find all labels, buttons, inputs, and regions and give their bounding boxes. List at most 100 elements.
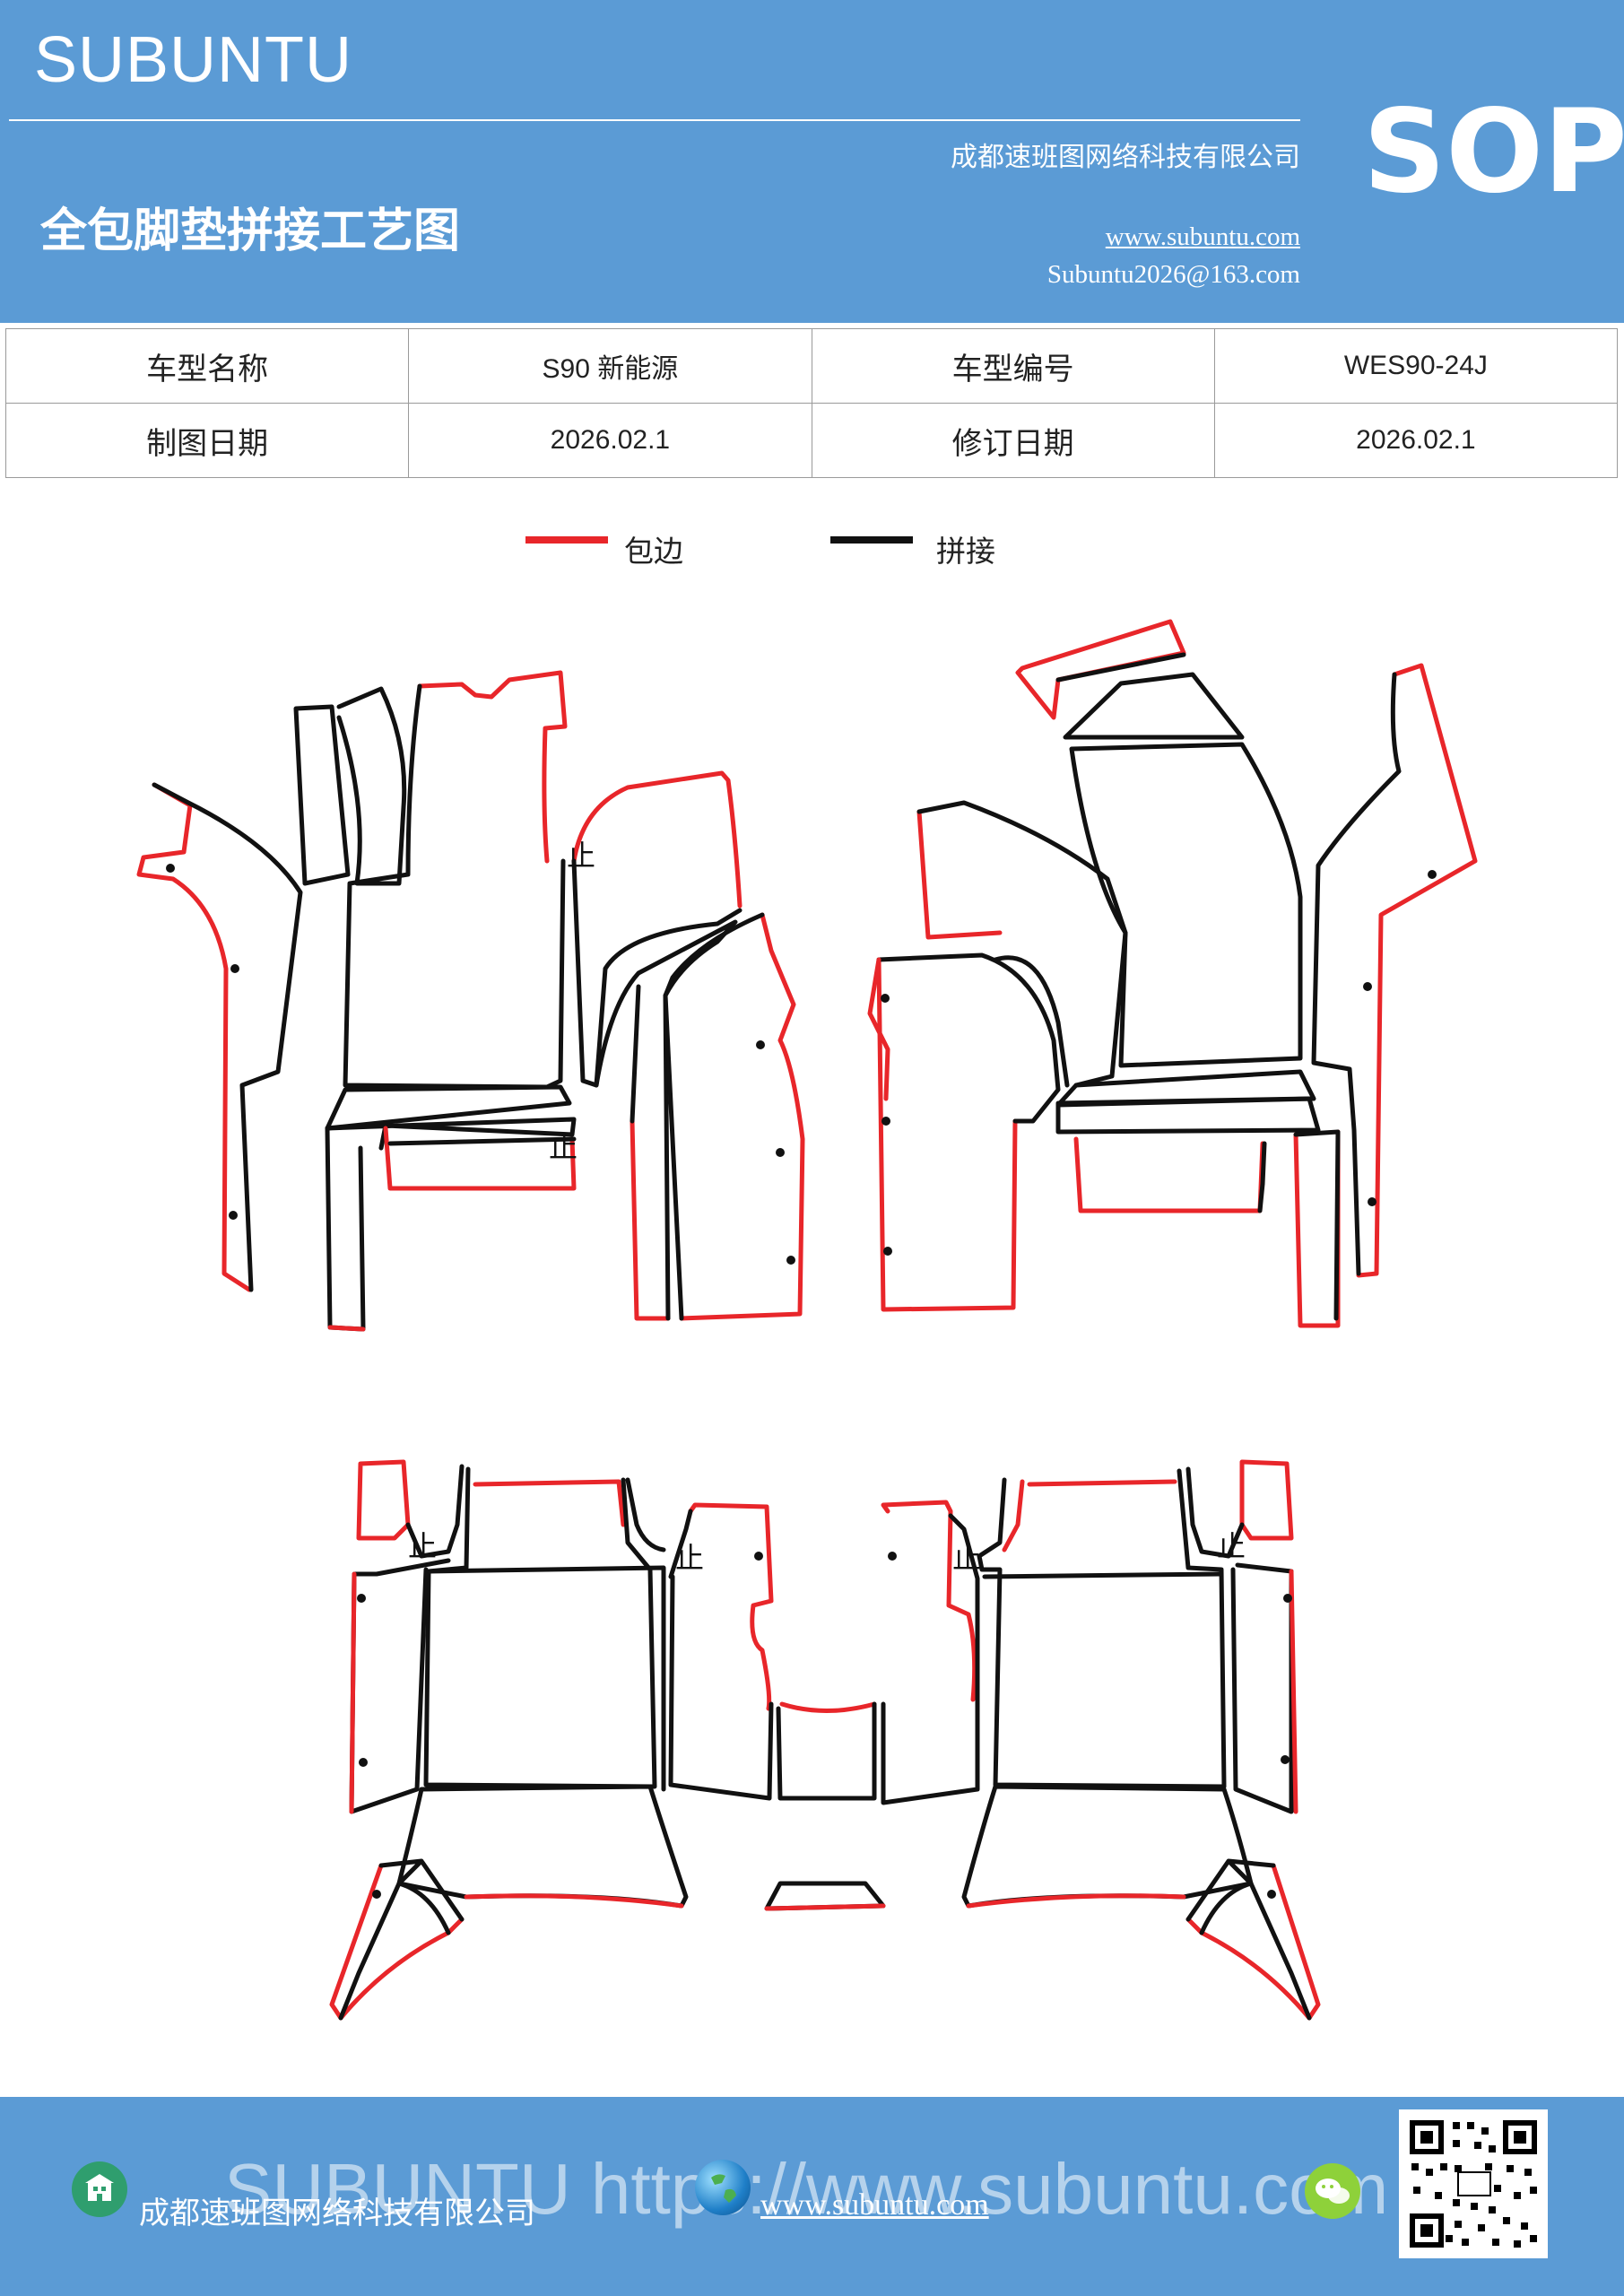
mat-seam: [1069, 742, 1303, 1068]
mat-edge: [630, 1118, 671, 1321]
clip-hole: [1281, 1755, 1290, 1764]
mat-edge: [966, 1893, 1186, 1909]
mat-seam: [916, 800, 1128, 1088]
mat-seam: [982, 1571, 1224, 1579]
stop-mark: 止: [952, 1541, 981, 1575]
mat-edge: [1239, 1459, 1294, 1541]
mat-seam: [594, 919, 738, 1321]
stop-mark: 止: [675, 1541, 704, 1575]
mat-seam: [1063, 672, 1245, 740]
mat-edge: [688, 1502, 774, 1711]
mat-seam: [668, 1509, 693, 1579]
model-code-label: 车型编号: [811, 328, 1215, 404]
website-link[interactable]: www.subuntu.com: [1105, 222, 1300, 251]
front-left-mat: [136, 670, 805, 1332]
mat-edge: [571, 770, 743, 909]
mat-edge: [349, 1571, 357, 1814]
mat-seam: [343, 683, 566, 1090]
mat-edge: [779, 1701, 877, 1713]
mat-seam: [325, 1084, 572, 1131]
header-banner: [0, 0, 1624, 323]
clip-hole: [1283, 1594, 1292, 1603]
clip-hole: [786, 1256, 795, 1265]
mat-seam: [1230, 1562, 1294, 1814]
globe-icon: [695, 2160, 751, 2215]
mat-edge: [764, 1903, 886, 1911]
mat-seam: [405, 1464, 465, 1559]
mat-seam: [1257, 1141, 1267, 1213]
legend-seam-label: 拼接: [936, 534, 995, 569]
clip-hole: [1267, 1890, 1276, 1899]
model-name-value: S90 新能源: [408, 328, 812, 404]
legend-seam-swatch: [830, 536, 913, 544]
mat-seam: [387, 1136, 577, 1146]
clip-hole: [754, 1552, 763, 1561]
legend-edge-swatch: [525, 536, 608, 544]
mat-seam: [338, 1858, 465, 2021]
mat-edge: [473, 1479, 626, 1527]
legend-edge-label: 包边: [624, 534, 683, 569]
mat-seam: [977, 1468, 1227, 1789]
mat-edge: [679, 912, 805, 1321]
clip-hole: [229, 1211, 238, 1220]
mat-edge: [881, 1500, 977, 1702]
mat-seam: [152, 782, 303, 1292]
mat-edge: [1356, 663, 1478, 1278]
mat-edge: [1002, 1479, 1025, 1552]
stop-mark: 止: [549, 1130, 578, 1164]
mat-edge: [1073, 1136, 1265, 1213]
mat-edge: [876, 957, 1018, 1312]
mat-seam: [336, 686, 407, 886]
email-address[interactable]: Subuntu2026@163.com: [1046, 260, 1300, 289]
clip-hole: [1428, 870, 1437, 879]
stop-mark: 止: [408, 1529, 437, 1563]
rear-mat: [329, 1459, 1321, 2021]
sop-badge: SOP: [1363, 85, 1624, 219]
clip-hole: [756, 1040, 765, 1049]
mat-seam: [1293, 1129, 1341, 1321]
table-row: 车型名称 S90 新能源 车型编号 WES90-24J: [4, 328, 1619, 404]
clip-hole: [883, 1247, 892, 1256]
mat-edge: [1027, 1479, 1177, 1487]
mat-seam: [625, 1477, 666, 1552]
mat-edge: [327, 1325, 366, 1332]
clip-hole: [888, 1552, 897, 1561]
mat-seam: [349, 1558, 451, 1814]
clip-hole: [1368, 1197, 1376, 1206]
floor-mat-drawing: 止 止 止 止 止 止: [136, 619, 1478, 2021]
mat-edge: [136, 782, 252, 1292]
building-icon: [72, 2161, 127, 2217]
clip-hole: [881, 994, 890, 1003]
front-right-mat: [867, 619, 1478, 1328]
clip-hole: [166, 864, 175, 873]
mat-seam: [776, 1701, 877, 1801]
mat-seam: [993, 955, 1070, 1088]
footer-watermark: SUBUNTU https://www.subuntu.com: [224, 2149, 1389, 2229]
mat-seam: [1185, 1858, 1312, 2021]
mat-edge: [356, 1459, 411, 1541]
clip-hole: [372, 1890, 381, 1899]
company-name: 成都速班图网络科技有限公司: [951, 142, 1300, 173]
mat-seam: [571, 858, 743, 1088]
mat-seam: [663, 912, 765, 1321]
mat-edge: [1293, 1129, 1341, 1328]
mat-seam: [293, 704, 351, 886]
revision-date-label: 修订日期: [811, 403, 1215, 478]
mat-seam: [1055, 1069, 1316, 1108]
clip-hole: [357, 1594, 366, 1603]
footer-website-link[interactable]: www.subuntu.com: [760, 2188, 989, 2222]
clip-hole: [1363, 982, 1372, 991]
clip-hole: [230, 964, 239, 973]
qr-code: [1399, 2109, 1548, 2258]
mat-seam: [1311, 672, 1402, 1276]
draw-date-label: 制图日期: [4, 403, 410, 478]
clip-hole: [359, 1758, 368, 1767]
stop-mark: 止: [1217, 1529, 1246, 1563]
brand-logo-text: SUBUNTU: [34, 24, 353, 96]
model-code-value: WES90-24J: [1213, 328, 1619, 404]
mat-seam: [668, 1513, 980, 1805]
footer-company-name: 成都速班图网络科技有限公司: [139, 2196, 535, 2231]
mat-edge: [383, 1126, 577, 1191]
mat-seam: [1185, 1466, 1245, 1559]
qr-code-pattern: [1406, 2117, 1541, 2251]
